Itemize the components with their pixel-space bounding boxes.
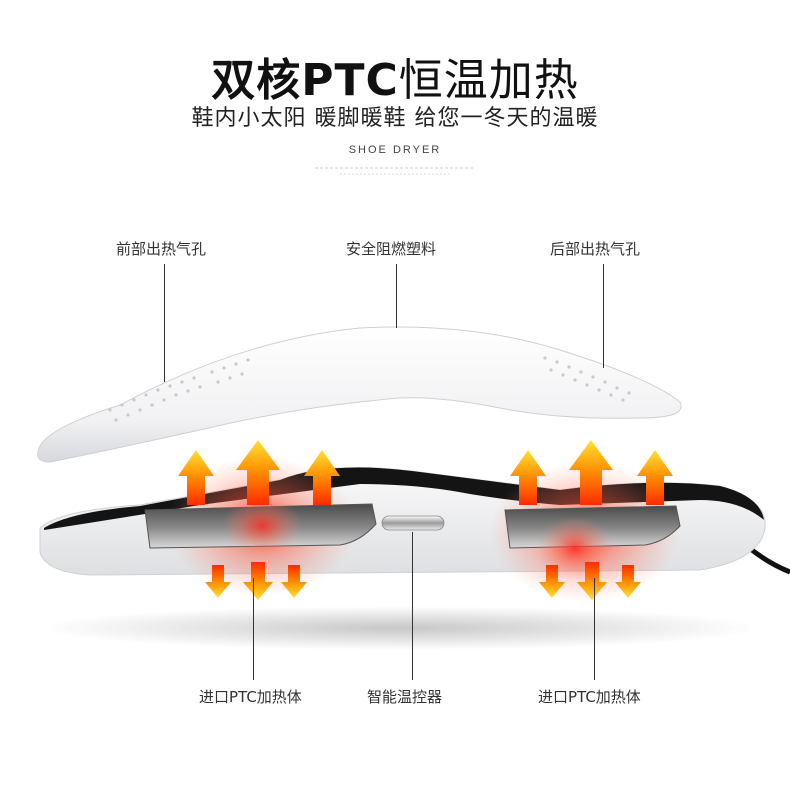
label-flame-plastic: 安全阻燃塑料 bbox=[346, 240, 437, 258]
front-vent-holes bbox=[108, 358, 250, 422]
rear-vent-holes bbox=[543, 356, 631, 402]
leader-ptc-left bbox=[253, 578, 254, 680]
label-ptc-right: 进口PTC加热体 bbox=[538, 688, 641, 706]
top-shell bbox=[37, 326, 682, 463]
left-heat-core bbox=[222, 496, 302, 556]
headline: 双核PTC恒温加热 bbox=[0, 44, 790, 108]
heat-arrows-up bbox=[178, 440, 673, 505]
floor-shadow bbox=[40, 606, 760, 650]
leader-rear-vent bbox=[603, 264, 604, 368]
label-thermostat: 智能温控器 bbox=[367, 688, 443, 706]
label-rear-vent: 后部出热气孔 bbox=[550, 240, 641, 258]
heat-arrows-down bbox=[205, 562, 641, 600]
subtitle: 鞋内小太阳 暖脚暖鞋 给您一冬天的温暖 bbox=[191, 106, 599, 131]
leader-ptc-right bbox=[594, 578, 595, 680]
brand-decoration bbox=[315, 167, 475, 175]
headline-light: 恒温加热 bbox=[398, 55, 579, 106]
leader-front-vent bbox=[164, 264, 165, 382]
headline-bold: 双核PTC bbox=[211, 55, 399, 106]
thermostat-chip bbox=[381, 515, 445, 531]
label-ptc-left: 进口PTC加热体 bbox=[199, 688, 302, 706]
leader-flame-plastic bbox=[396, 264, 397, 328]
brand-caption: SHOE DRYER bbox=[348, 144, 442, 156]
label-front-vent: 前部出热气孔 bbox=[116, 240, 207, 258]
leader-thermostat bbox=[412, 532, 413, 680]
